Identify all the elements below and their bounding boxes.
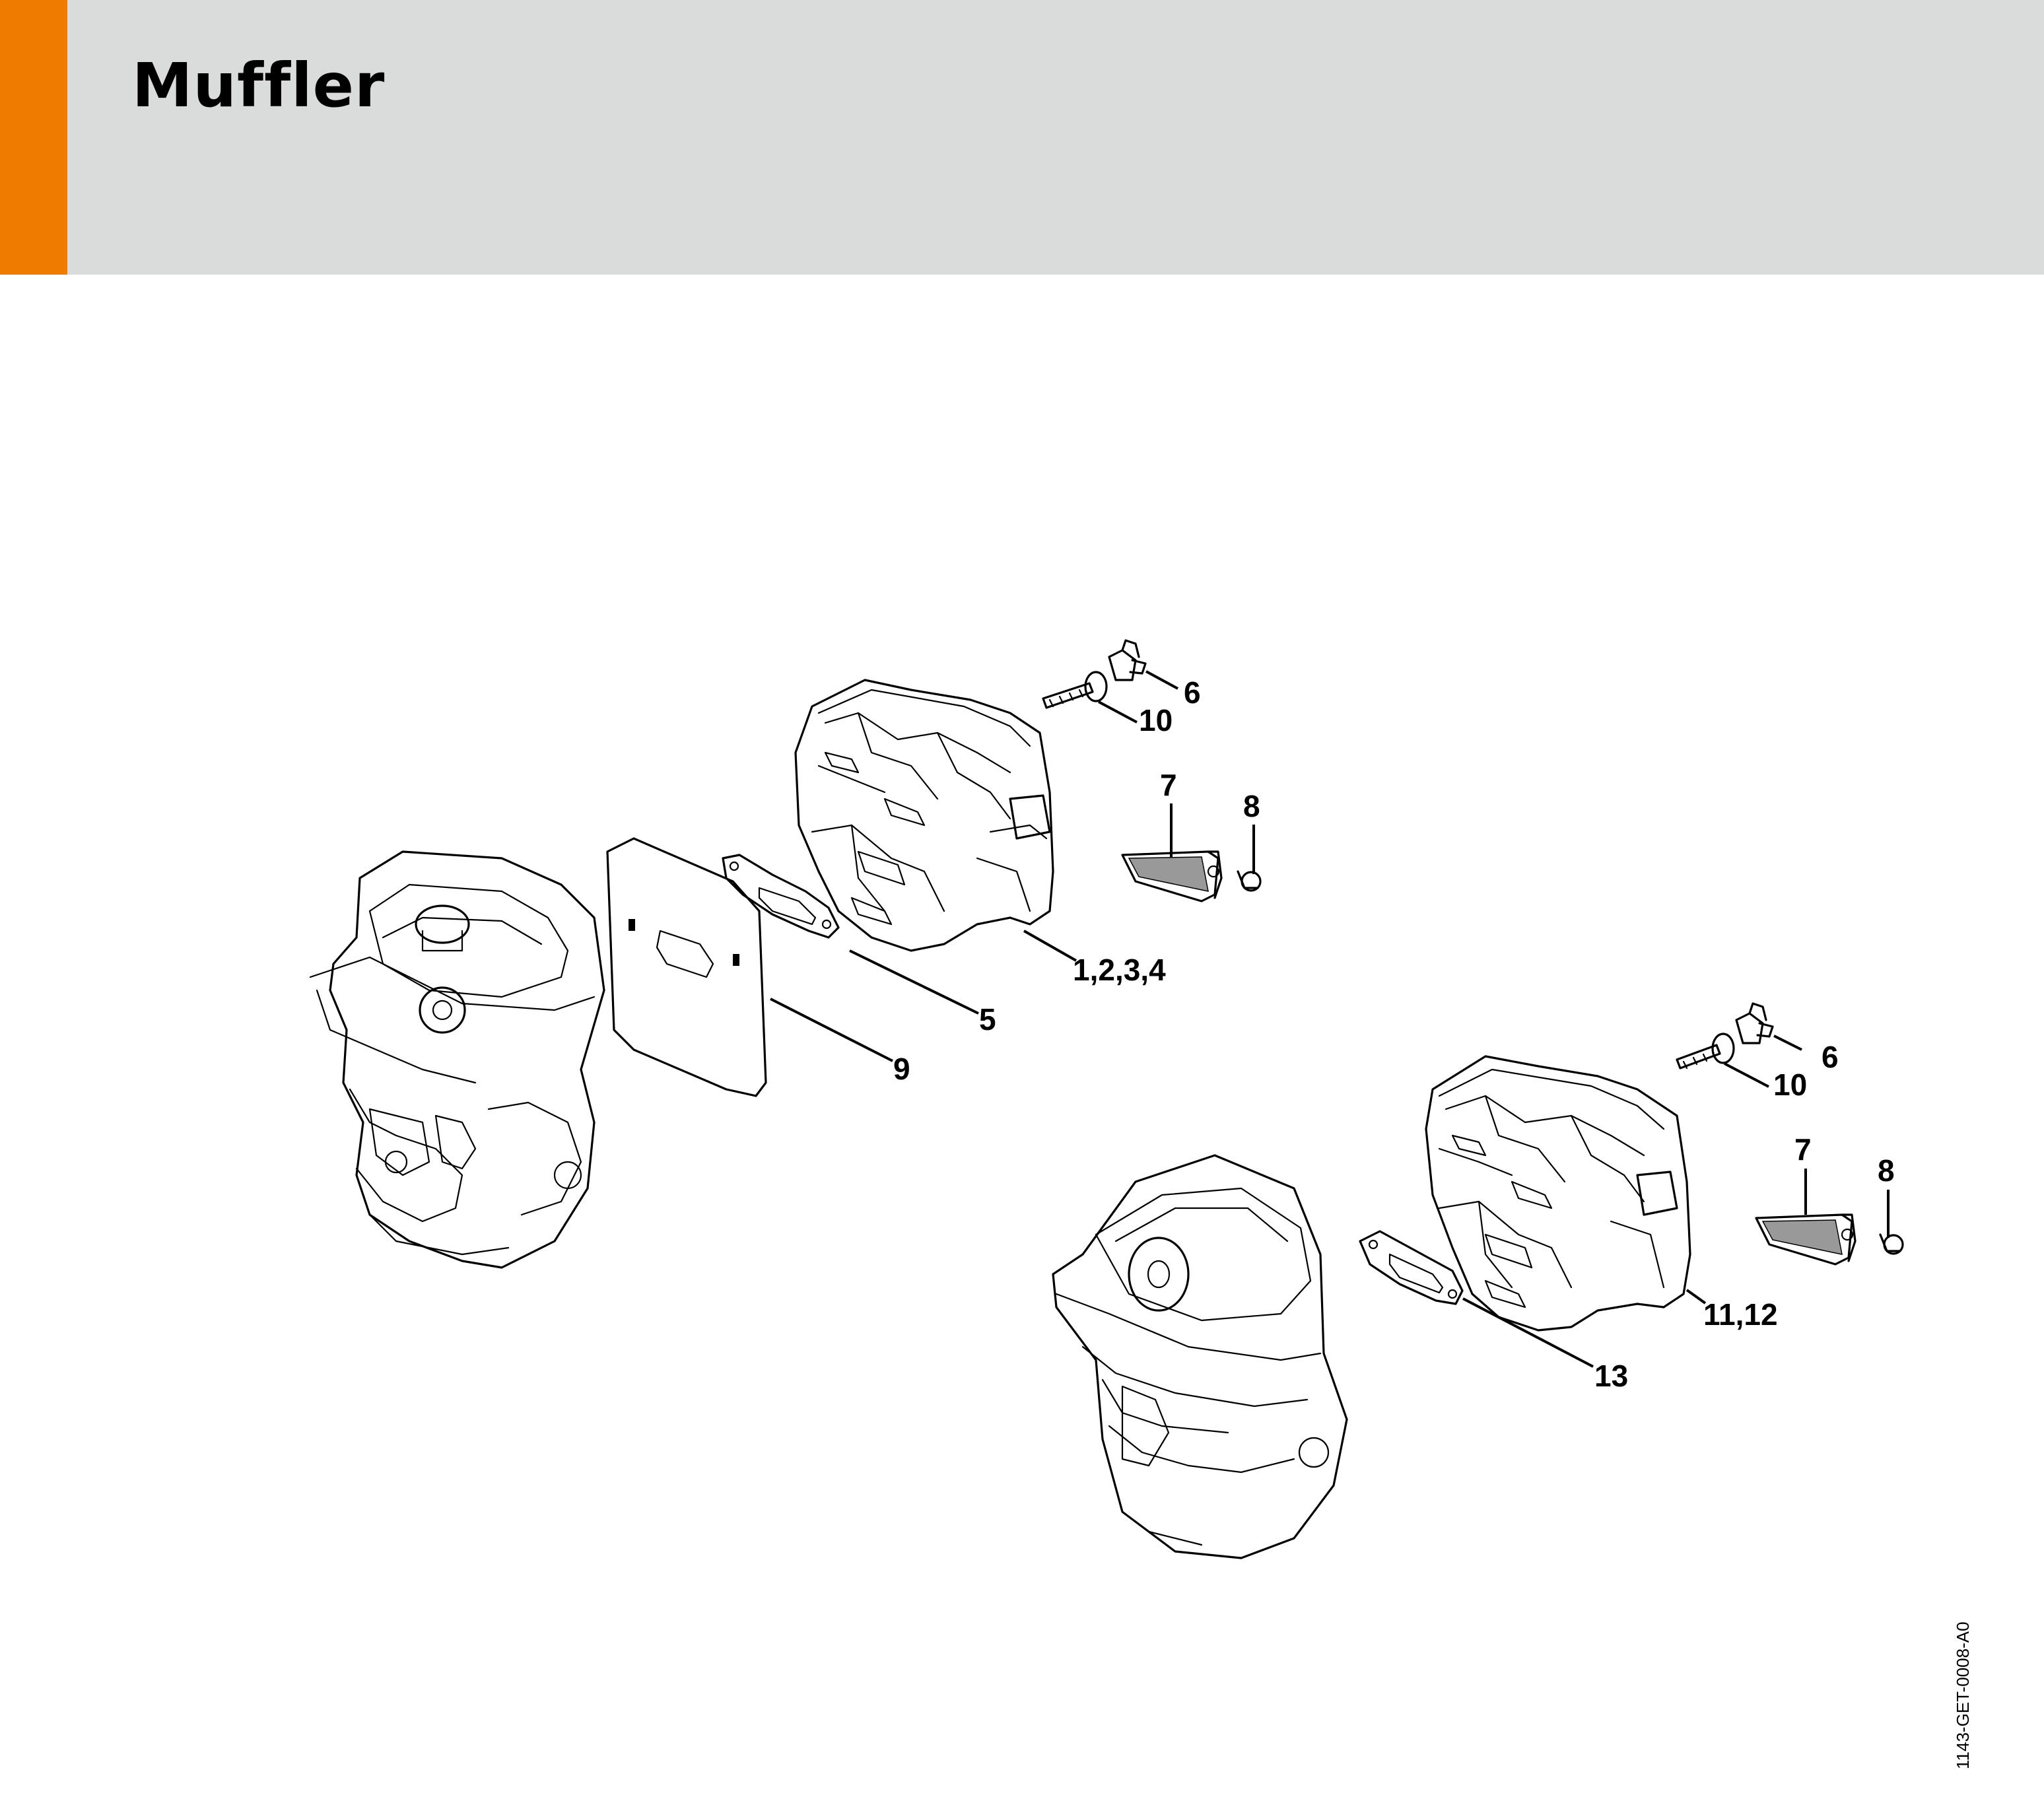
callout-1-2-3-4-upper: 1,2,3,4 xyxy=(1073,953,1166,987)
callout-13-lower: 13 xyxy=(1594,1359,1628,1393)
screw-8-lower xyxy=(1879,1233,1904,1255)
callout-10-upper: 10 xyxy=(1139,703,1173,737)
spark-arrestor-upper xyxy=(1121,850,1223,902)
plug-6-lower xyxy=(1735,1002,1774,1044)
muffler-lower xyxy=(1425,1055,1691,1332)
plug-6-upper xyxy=(1108,639,1147,681)
spark-arrestor-lower xyxy=(1755,1213,1857,1266)
callout-6-upper: 6 xyxy=(1184,675,1201,710)
document-id: 1143-GET-0008-A0 xyxy=(1953,1621,1973,1769)
screw-8-upper xyxy=(1237,870,1262,892)
callout-8-lower: 8 xyxy=(1878,1153,1895,1188)
page-header: Muffler xyxy=(0,0,2044,275)
screw-10-upper xyxy=(1042,671,1108,709)
callout-11-12-lower: 11,12 xyxy=(1703,1297,1778,1332)
header-accent-bar xyxy=(0,0,67,275)
cylinder-lower xyxy=(1052,1154,1348,1559)
gasket-9-upper xyxy=(606,837,767,1097)
leader-lines xyxy=(770,670,1890,1368)
page-title: Muffler xyxy=(132,50,386,121)
callout-10-lower: 10 xyxy=(1773,1068,1807,1102)
callout-6-lower: 6 xyxy=(1822,1040,1839,1074)
muffler-upper xyxy=(794,679,1054,952)
callout-9-upper: 9 xyxy=(893,1052,910,1086)
gasket-13-lower xyxy=(1359,1230,1464,1305)
cylinder-upper xyxy=(309,850,605,1269)
callout-7-upper: 7 xyxy=(1160,768,1177,802)
callout-labels: 6 10 7 8 1,2,3,4 5 9 6 10 7 8 11,12 13 xyxy=(893,675,1895,1393)
callout-5-upper: 5 xyxy=(979,1002,996,1036)
gasket-5-upper xyxy=(722,854,840,939)
callout-8-upper: 8 xyxy=(1243,789,1260,823)
callout-7-lower: 7 xyxy=(1794,1132,1812,1167)
screw-10-lower xyxy=(1676,1033,1735,1070)
